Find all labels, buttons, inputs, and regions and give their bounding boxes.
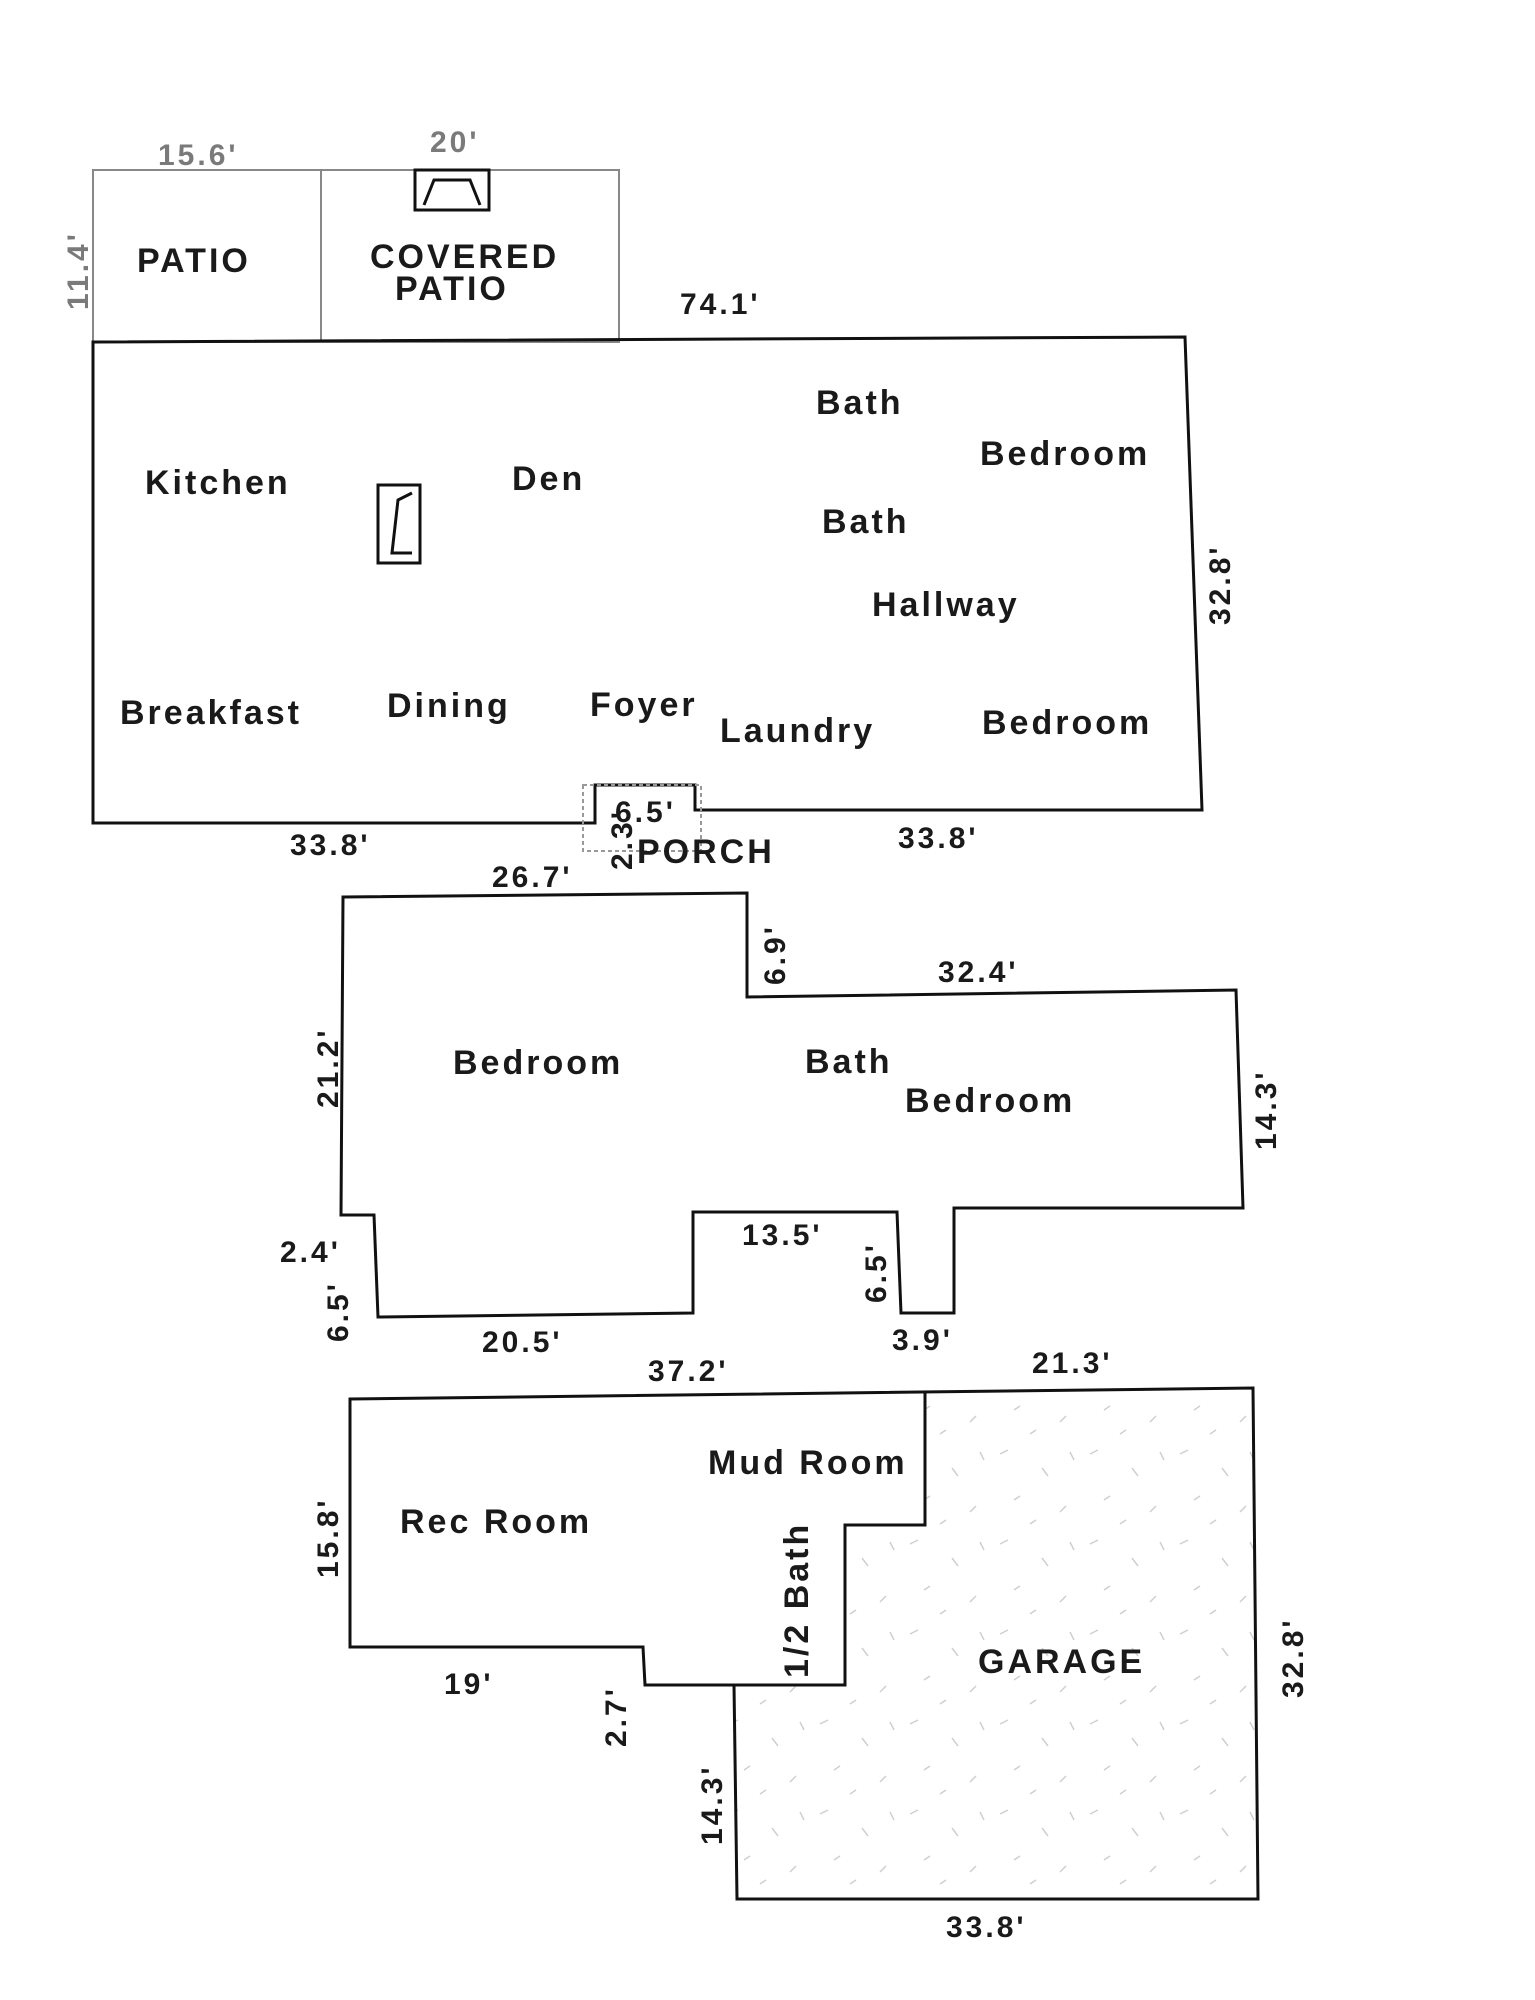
room-label-laundry: Laundry (720, 712, 875, 750)
dimension-label: 32.8' (1277, 1617, 1310, 1698)
dimension-label: 74.1' (680, 288, 761, 321)
dimension-label: 19' (444, 1668, 494, 1701)
dimension-label: 37.2' (648, 1355, 729, 1388)
dimension-label: 21.2' (312, 1027, 345, 1108)
fireplace-icon (413, 168, 491, 212)
room-label-bedroom: Bedroom (453, 1044, 623, 1082)
upper-level: Bedroom Bath Bedroom 26.7' 6.9' 32.4' 21… (280, 861, 1283, 1359)
interior-wall (734, 1393, 927, 1687)
room-label-half-bath: 1/2 Bath (778, 1522, 816, 1678)
room-label-bath: Bath (805, 1043, 893, 1081)
room-label-hallway: Hallway (872, 586, 1020, 624)
dimension-label: 20' (430, 126, 480, 159)
room-label-bedroom: Bedroom (982, 704, 1152, 742)
dimension-label: 3.9' (892, 1324, 953, 1357)
dimension-label: 6.5' (860, 1242, 893, 1303)
dimension-label: 6.5' (322, 1281, 355, 1342)
room-label-breakfast: Breakfast (120, 694, 302, 732)
dimension-label: 32.4' (938, 956, 1019, 989)
dimension-label: 11.4' (62, 231, 95, 310)
main-level: PATIO COVERED PATIO Kitchen Den Bath Bed… (62, 126, 1237, 871)
dimension-label: 2.4' (280, 1236, 341, 1269)
garage-area (734, 1388, 1258, 1899)
dimension-label: 14.3' (696, 1764, 729, 1845)
room-label-porch: PORCH (637, 833, 775, 871)
dimension-label: 33.8' (946, 1911, 1027, 1944)
room-label-covered-patio-line1: COVERED (370, 238, 559, 276)
dimension-label: 33.8' (290, 829, 371, 862)
dimension-label: 15.6' (158, 139, 239, 172)
dimension-label: 33.8' (898, 822, 979, 855)
lower-level: Rec Room Mud Room 1/2 Bath GARAGE 37.2' … (312, 1347, 1310, 1944)
dimension-label: 6.5' (615, 796, 676, 829)
room-label-bedroom: Bedroom (905, 1082, 1075, 1120)
dimension-label: 21.3' (1032, 1347, 1113, 1380)
dimension-label: 15.8' (312, 1497, 345, 1578)
room-label-foyer: Foyer (590, 686, 698, 724)
main-floor-outline (91, 335, 1204, 825)
dimension-label: 2.3' (606, 809, 639, 870)
dimension-label: 6.9' (759, 924, 792, 985)
dimension-label: 26.7' (492, 861, 573, 894)
room-label-garage: GARAGE (978, 1643, 1145, 1681)
room-label-bath: Bath (822, 503, 910, 541)
room-label-kitchen: Kitchen (145, 464, 291, 502)
dimension-label: 2.7' (600, 1686, 633, 1747)
porch-outline (582, 784, 702, 852)
dimension-label: 32.8' (1204, 544, 1237, 625)
room-label-covered-patio-line2: PATIO (395, 270, 509, 308)
room-label-bath: Bath (816, 384, 904, 422)
dimension-label: 14.3' (1250, 1069, 1283, 1150)
room-label-rec-room: Rec Room (400, 1503, 592, 1541)
dimension-label: 13.5' (742, 1219, 823, 1252)
dimension-label: 20.5' (482, 1326, 563, 1359)
fireplace-icon (376, 483, 422, 565)
room-label-bedroom: Bedroom (980, 435, 1150, 473)
room-label-mud-room: Mud Room (708, 1444, 908, 1482)
room-label-den: Den (512, 460, 585, 498)
room-label-patio: PATIO (137, 242, 251, 280)
room-label-dining: Dining (387, 687, 511, 725)
upper-floor-outline (339, 891, 1245, 1319)
